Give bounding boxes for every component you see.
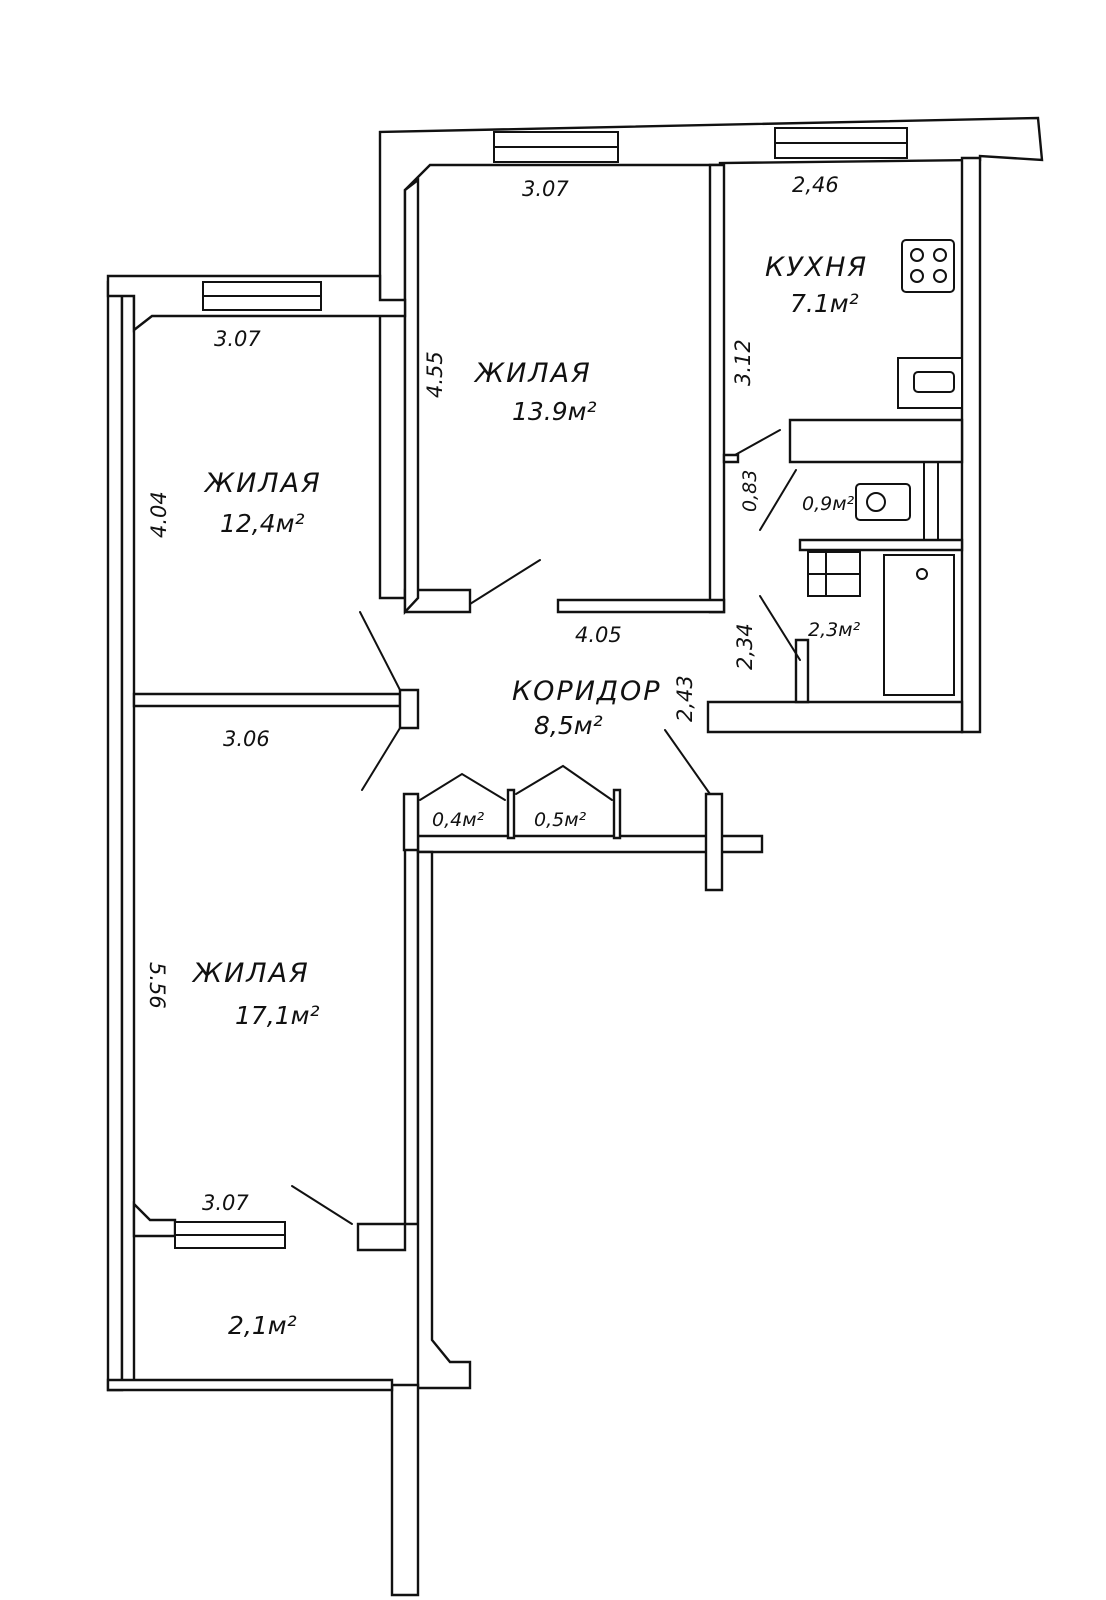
room-area-closet1: 0,4м² (432, 809, 485, 831)
wall-top-room-bottom-right (556, 598, 726, 614)
wall-balcony-top-right (356, 1222, 407, 1252)
wall-divider-left (132, 692, 402, 708)
dim-bath-small: 0,83 (739, 470, 761, 512)
door-wc (759, 595, 801, 661)
dim-bottom-room-height: 5.56 (145, 962, 169, 1009)
door-left-room (359, 611, 401, 691)
wall-closet-left (402, 792, 420, 852)
dim-balcony-width: 3.07 (202, 1191, 249, 1215)
room-name-left: ЖИЛАЯ (203, 468, 322, 499)
dim-top-room-width: 3.07 (522, 177, 569, 201)
kitchen-fixtures (897, 239, 963, 409)
room-area-closet2: 0,5м² (534, 809, 587, 831)
room-name-bottom: ЖИЛАЯ (191, 958, 310, 989)
room-area-bottom: 17,1м² (235, 1001, 320, 1030)
dim-left-room-width: 3.07 (214, 327, 261, 351)
dim-corridor-height: 2,43 (673, 675, 697, 722)
stove-burner-icon (933, 248, 947, 262)
room-area-kitchen: 7.1м² (790, 289, 859, 318)
wall-top-room-left (403, 177, 420, 616)
walls (106, 116, 1044, 1597)
wall-bath-mid (798, 538, 964, 552)
stove-burner-icon (910, 269, 924, 283)
dim-kitchen-width: 2,46 (792, 173, 839, 197)
door-kitchen (734, 429, 781, 456)
wall-corridor-right-post (704, 792, 724, 892)
bath-fixtures (807, 461, 955, 696)
dim-corridor-width: 4.05 (575, 623, 622, 647)
wall-partition-top (708, 163, 726, 614)
sink-basin-icon (913, 371, 955, 393)
dim-bottom-room-width: 3.06 (223, 727, 270, 751)
door-bath (759, 469, 797, 531)
washbasin-drain-icon (866, 492, 886, 512)
wall-left-outer (106, 280, 124, 1392)
door-entrance (664, 729, 711, 795)
wall-balcony-bottom (106, 1378, 394, 1392)
wall-balcony-top-left (132, 1201, 177, 1238)
wall-corridor-pillar (398, 688, 420, 730)
room-area-corridor: 8,5м² (534, 711, 603, 740)
door-closet2 (515, 764, 613, 801)
room-name-top: ЖИЛАЯ (473, 358, 592, 389)
door-bottom-room (361, 727, 401, 791)
stove-icon (901, 239, 955, 293)
dim-kitchen-height: 3.12 (731, 339, 755, 386)
room-labels: ЖИЛАЯ 13.9м² ЖИЛАЯ 12,4м² ЖИЛАЯ 17,1м² К… (191, 252, 868, 1340)
room-area-balcony: 2,1м² (228, 1311, 297, 1340)
wall-bath-top (788, 418, 964, 464)
door-balcony (291, 1185, 353, 1225)
dimension-labels: 3.07 4.55 3.07 4.04 2,46 3.12 0,83 4.05 … (145, 173, 839, 1215)
wall-closet-right (612, 788, 622, 840)
room-area-left: 12,4м² (220, 509, 305, 538)
wall-lower-right-column (416, 850, 472, 1390)
dim-left-room-height: 4.04 (147, 491, 171, 538)
door-top-room (469, 559, 541, 605)
stove-burner-icon (933, 269, 947, 283)
room-area-wc: 2,3м² (808, 619, 861, 641)
wall-bottom-extension (390, 1383, 420, 1597)
door-closet1 (419, 772, 506, 801)
room-name-corridor: КОРИДОР (512, 676, 662, 707)
wall-left-inner (120, 288, 136, 1387)
wall-bottom-room-right (403, 796, 420, 1226)
wall-bath-left-stub (722, 453, 740, 464)
room-name-kitchen: КУХНЯ (765, 252, 868, 283)
wall-closet-mid (506, 788, 516, 840)
doors (291, 429, 801, 1225)
dim-wc-height: 2,34 (733, 623, 757, 670)
bathtub-drain-icon (916, 568, 928, 580)
wall-right (960, 156, 982, 734)
wall-wc-left (794, 638, 810, 704)
dim-top-room-height: 4.55 (423, 351, 447, 398)
stove-burner-icon (910, 248, 924, 262)
windows (174, 127, 908, 1249)
room-area-bath: 0,9м² (802, 493, 855, 515)
wall-corridor-right (706, 700, 964, 734)
room-area-top: 13.9м² (512, 397, 597, 426)
